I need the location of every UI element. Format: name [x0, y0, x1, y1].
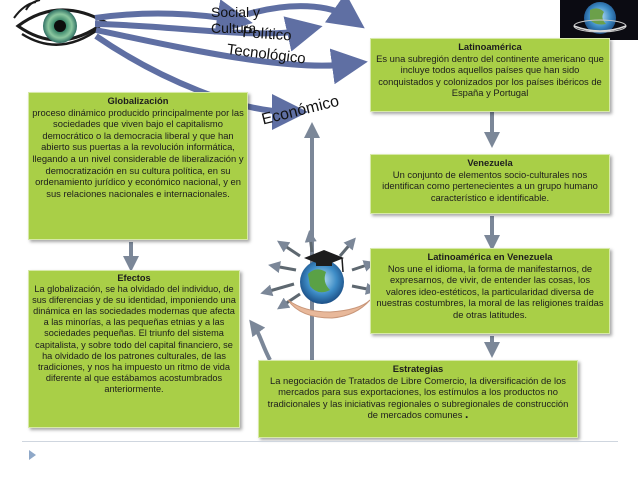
box-title: Estrategias: [392, 363, 444, 374]
box-title: Globalización: [107, 95, 169, 106]
box-body: Nos une el idioma, la forma de manifesta…: [376, 262, 604, 320]
box-body: Un conjunto de elementos socio-culturale…: [382, 168, 598, 203]
box-body-wrap: La negociación de Tratados de Libre Come…: [262, 375, 574, 421]
box-title: Efectos: [117, 273, 151, 283]
box-title: Venezuela: [467, 157, 513, 168]
box-body: Es una subregión dentro del continente a…: [376, 52, 604, 99]
label-social: Social y: [211, 4, 261, 20]
box-body: La negociación de Tratados de Libre Come…: [267, 374, 569, 421]
slide-footer-line: [22, 441, 618, 442]
box-title: Latinoamérica: [458, 41, 522, 52]
label-cultura: Cultura: [211, 20, 257, 36]
globe-earth-icon: [560, 0, 638, 40]
box-venezuela: Venezuela Un conjunto de elementos socio…: [370, 154, 610, 214]
box-efectos: Efectos La globalización, se ha olvidado…: [28, 270, 240, 428]
box-latinoamerica-en-venezuela: Latinoamérica en Venezuela Nos une el id…: [370, 248, 610, 334]
box-estrategias: Estrategias La negociación de Tratados d…: [258, 360, 578, 438]
box-title: Latinoamérica en Venezuela: [427, 251, 553, 262]
hand-globe-graduation-cap-icon: [260, 230, 378, 319]
box-body: La globalización, se ha olvidado del ind…: [32, 284, 236, 394]
box-body: proceso dinámico producido principalment…: [32, 106, 244, 199]
box-body-tail: .: [465, 407, 469, 422]
box-latinoamerica: Latinoamérica Es una subregión dentro de…: [370, 38, 610, 112]
eye-icon: [13, 0, 108, 46]
label-politico: Político: [241, 24, 293, 45]
slide-bullet-icon: [29, 450, 36, 460]
box-globalizacion: Globalización proceso dinámico producido…: [28, 92, 248, 240]
